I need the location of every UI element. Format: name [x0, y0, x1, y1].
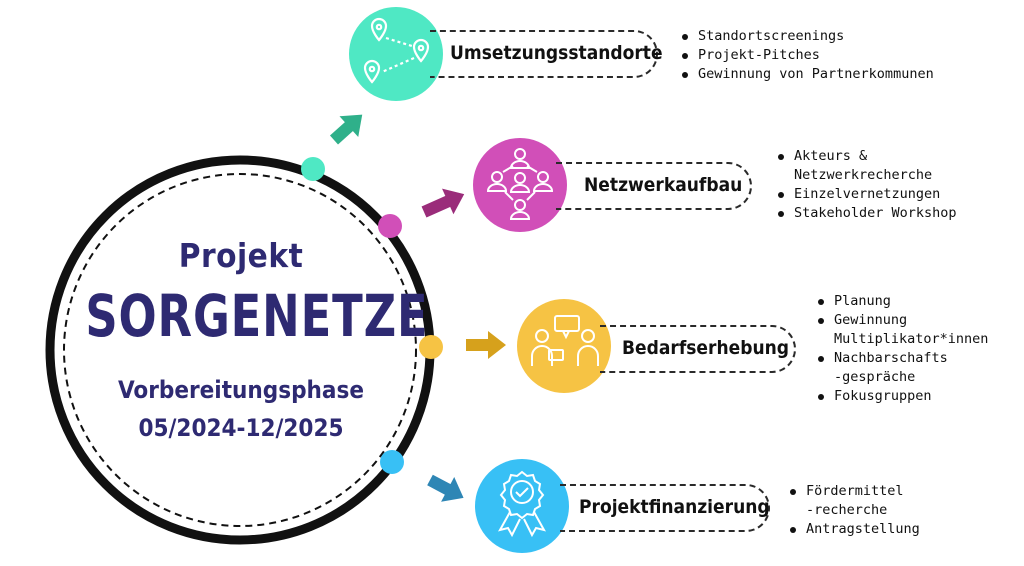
list-item: Stakeholder Workshop	[776, 204, 957, 223]
outer-ring	[45, 155, 435, 545]
umsetzungsstandorte-pill	[430, 30, 658, 78]
bedarfserhebung-bullets: Planung Gewinnung Multiplikator*innen Na…	[816, 292, 988, 406]
list-item: Antragstellung	[788, 520, 920, 539]
netzwerkaufbau-bullets: Akteurs & Netzwerkrecherche Einzelvernet…	[776, 147, 957, 223]
projektfinanzierung-pill	[560, 484, 770, 532]
netzwerkaufbau-pill	[556, 162, 752, 210]
list-item: Einzelvernetzungen	[776, 185, 957, 204]
bedarfserhebung-pill	[600, 325, 796, 373]
arrow-to-bedarfserhebung	[466, 331, 506, 359]
umsetzungsstandorte-bullets: Standortscreenings Projekt-Pitches Gewin…	[680, 27, 934, 84]
list-item: Planung	[816, 292, 984, 311]
list-item: Fokusgruppen	[816, 387, 984, 406]
netzwerkaufbau-label: Netzwerkaufbau	[584, 174, 743, 196]
projektfinanzierung-circle	[475, 459, 569, 553]
projektfinanzierung-label: Projektfinanzierung	[579, 496, 770, 518]
umsetzungsstandorte-label: Umsetzungsstandorte	[450, 42, 663, 64]
ring-dot-teal	[301, 157, 325, 181]
list-item: Akteurs & Netzwerkrecherche	[776, 147, 957, 185]
list-item: Nachbarschafts-gespräche	[816, 349, 984, 387]
inner-dashed-ring	[63, 173, 417, 527]
phase-label: Vorbereitungsphase	[118, 376, 364, 404]
list-item: Standortscreenings	[680, 27, 934, 46]
bedarfserhebung-circle	[517, 299, 611, 393]
arrow-to-umsetzungsstandorte	[329, 114, 363, 145]
list-item: Projekt-Pitches	[680, 46, 934, 65]
list-item: Gewinnung Multiplikator*innen	[816, 311, 988, 349]
project-title: SORGENETZE	[85, 282, 429, 350]
center-label: Projekt	[178, 236, 304, 275]
projektfinanzierung-bullets: Fördermittel-recherche Antragstellung	[788, 482, 920, 539]
ring-dot-blue	[380, 450, 404, 474]
map-pins-route-icon	[363, 17, 430, 84]
ring-dot-magenta	[378, 214, 402, 238]
list-item: Gewinnung von Partnerkommunen	[680, 65, 934, 84]
umsetzungsstandorte-circle	[349, 7, 443, 101]
bedarfserhebung-label: Bedarfserhebung	[622, 337, 790, 359]
arrow-to-projektfinanzierung	[427, 474, 464, 502]
date-range: 05/2024-12/2025	[138, 414, 344, 442]
ring-dot-yellow	[419, 335, 443, 359]
arrow-to-netzwerkaufbau	[421, 188, 465, 218]
network-people-icon	[486, 148, 554, 220]
award-badge-icon	[498, 470, 546, 538]
list-item: Fördermittel-recherche	[788, 482, 920, 520]
conversation-icon	[531, 315, 599, 366]
